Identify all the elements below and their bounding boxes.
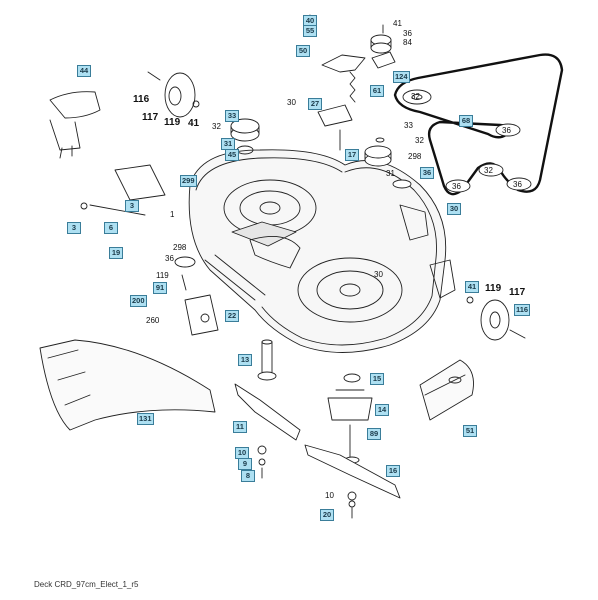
label-298-right: 298: [408, 152, 422, 161]
spindle-shaft: [257, 339, 277, 381]
label-119-mid: 119: [156, 271, 169, 280]
mower-deck-housing: [188, 149, 456, 353]
callout-61: 61: [370, 85, 384, 97]
callout-13: 13: [238, 354, 252, 366]
callout-124: 124: [393, 71, 410, 83]
callout-41: 41: [465, 281, 479, 293]
label-30-mid: 30: [374, 270, 383, 279]
label-36-left: 36: [165, 254, 174, 263]
label-31-right: 31: [386, 169, 395, 178]
callout-45: 45: [225, 149, 239, 161]
blade-left: [234, 383, 301, 479]
callout-200: 200: [130, 295, 147, 307]
callout-55: 55: [303, 25, 317, 37]
callout-30: 30: [447, 203, 461, 215]
left-lower-pulley: [174, 256, 196, 291]
callout-3: 3: [125, 200, 139, 212]
right-deflector-cover: [419, 359, 474, 421]
label-36-belt-b: 36: [452, 182, 461, 191]
callout-9: 9: [238, 458, 252, 470]
callout-68: 68: [459, 115, 473, 127]
callout-10: 10: [235, 447, 249, 459]
label-298-left: 298: [173, 243, 187, 252]
center-pulley: [364, 137, 412, 189]
label-1: 1: [170, 210, 175, 219]
label-33-right: 33: [404, 121, 413, 130]
diagram-caption: Deck CRD_97cm_Elect_1_r5: [34, 580, 139, 589]
callout-50: 50: [296, 45, 310, 57]
idler-pulley-top: [370, 24, 396, 69]
callout-16: 16: [386, 465, 400, 477]
discharge-chute: [39, 339, 216, 431]
deflector-bracket-left: [49, 91, 101, 159]
label-119-left: 119: [164, 117, 181, 128]
blade-right: [304, 444, 401, 519]
label-119-right: 119: [485, 283, 502, 294]
gauge-wheel-right: [466, 296, 526, 341]
label-41-top: 41: [393, 19, 402, 28]
callout-8: 8: [241, 470, 255, 482]
callout-17: 17: [345, 149, 359, 161]
gauge-wheel-left: [147, 71, 200, 118]
label-116-left: 116: [133, 94, 150, 105]
label-36-belt-a: 36: [502, 126, 511, 135]
callout-91: 91: [153, 282, 167, 294]
callout-5-box: 3: [67, 222, 81, 234]
front-hanger-bracket: [80, 164, 166, 216]
callout-20: 20: [320, 509, 334, 521]
callout-44: 44: [77, 65, 91, 77]
tension-spring: [317, 71, 356, 151]
label-32-left: 32: [212, 122, 221, 131]
callout-116: 116: [514, 304, 531, 316]
belt-pulleys: [402, 89, 532, 193]
callout-299: 299: [180, 175, 197, 187]
small-bracket-22: [184, 294, 219, 336]
label-260: 260: [146, 316, 160, 325]
callout-89: 89: [367, 428, 381, 440]
label-117-left: 117: [142, 112, 159, 123]
callout-33: 33: [225, 110, 239, 122]
label-10-lower: 10: [325, 491, 334, 500]
callout-131: 131: [137, 413, 154, 425]
callout-11: 11: [233, 421, 247, 433]
label-41-left: 41: [188, 118, 200, 129]
callout-22: 22: [225, 310, 239, 322]
label-117-right: 117: [509, 287, 526, 298]
callout-15: 15: [370, 373, 384, 385]
callout-36: 36: [420, 167, 434, 179]
label-84: 84: [403, 38, 412, 47]
callout-14: 14: [375, 404, 389, 416]
spindle-housing: [327, 373, 373, 464]
label-32-belt: 32: [411, 92, 420, 101]
label-32-belt: 32: [484, 166, 493, 175]
callout-6: 6: [104, 222, 118, 234]
left-pulley: [230, 118, 260, 155]
label-36-belt-c: 36: [513, 180, 522, 189]
label-36-top: 36: [403, 29, 412, 38]
label-32-right: 32: [415, 136, 424, 145]
callout-27: 27: [308, 98, 322, 110]
label-30-top: 30: [287, 98, 296, 107]
callout-51: 51: [463, 425, 477, 437]
callout-19: 19: [109, 247, 123, 259]
